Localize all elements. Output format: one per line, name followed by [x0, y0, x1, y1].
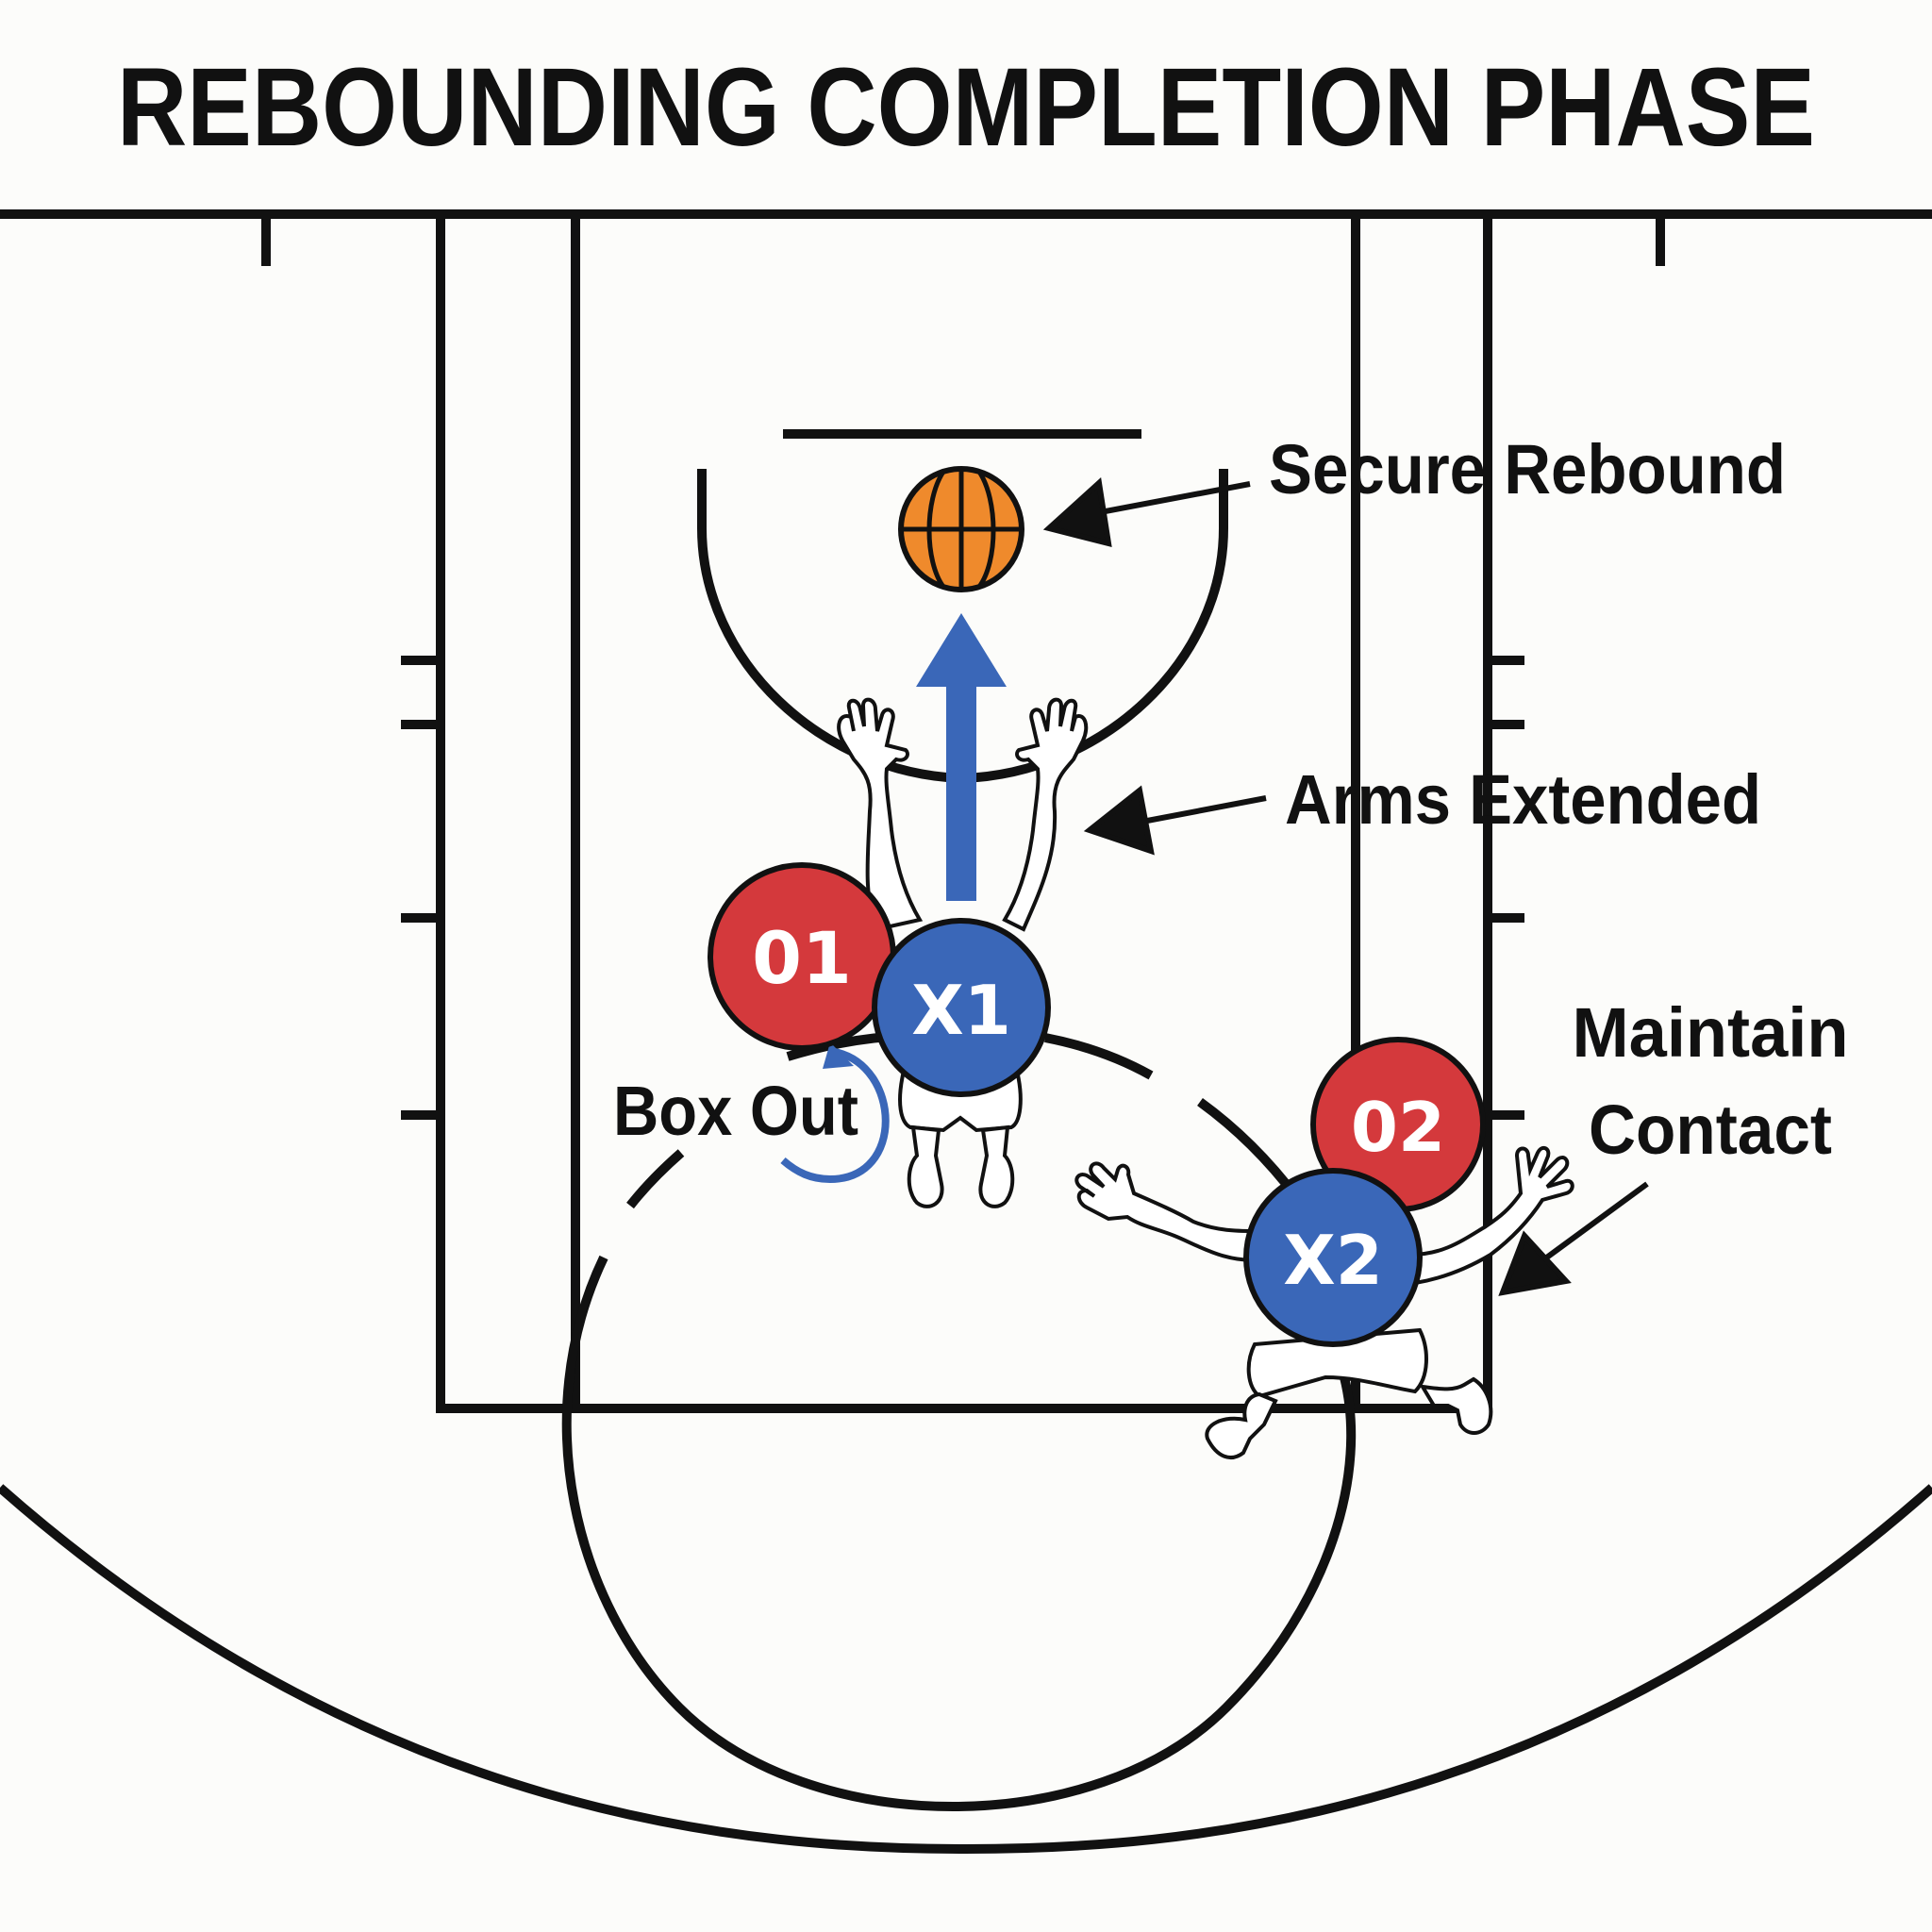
player-figure-x1 — [837, 697, 1089, 1208]
label-secure-rebound: Secure Rebound — [1269, 430, 1786, 508]
player-x1-label: X1 — [911, 971, 1011, 1050]
player-x2: X2 — [1243, 1168, 1423, 1347]
diagram-title: REBOUNDING COMPLETION PHASE — [117, 45, 1815, 170]
label-maintain: Maintain — [1573, 993, 1849, 1072]
label-arms-extended: Arms Extended — [1285, 760, 1761, 839]
annotation-arrows — [1042, 477, 1649, 1296]
outer-lane — [436, 209, 1492, 1413]
player-x1: X1 — [872, 918, 1051, 1097]
label-box-out: Box Out — [613, 1072, 858, 1150]
basketball-icon — [898, 466, 1024, 592]
ft-circle-bottom — [561, 1255, 1357, 1811]
ft-circle-dash-2 — [1044, 1033, 1154, 1080]
player-o1-label: 01 — [752, 916, 852, 1000]
arrow-head-contact-icon — [1498, 1230, 1572, 1296]
rebound-arrow-icon — [916, 613, 1007, 901]
player-x2-label: X2 — [1283, 1221, 1383, 1300]
box-out-arrow-head-icon — [823, 1042, 854, 1069]
player-o2: 02 — [1310, 1037, 1486, 1212]
three-point-arc — [0, 1484, 1932, 1855]
player-o1: 01 — [708, 862, 896, 1051]
player-o2-label: 02 — [1351, 1088, 1445, 1167]
player-figure-x2 — [1074, 1145, 1574, 1459]
label-contact: Contact — [1589, 1091, 1832, 1169]
arrow-head-secure-icon — [1042, 477, 1112, 548]
box-out-curve-icon — [780, 1048, 890, 1184]
arrow-head-arms-icon — [1083, 785, 1155, 856]
ft-circle-dash-4 — [626, 1149, 685, 1209]
